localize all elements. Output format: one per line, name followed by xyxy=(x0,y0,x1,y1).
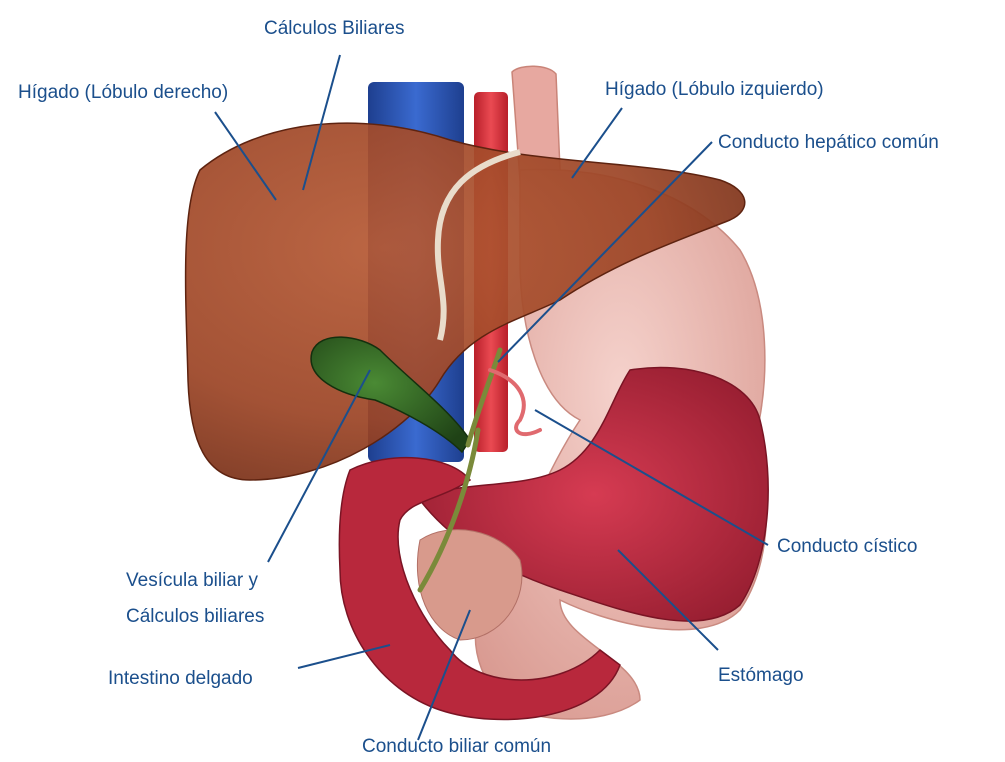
label-higado-izquierdo: Hígado (Lóbulo izquierdo) xyxy=(605,78,824,102)
label-intestino-delgado: Intestino delgado xyxy=(108,667,253,691)
label-vesicula-line2: Cálculos biliares xyxy=(126,605,264,629)
label-vesicula-line1: Vesícula biliar y xyxy=(126,569,258,593)
label-conducto-hepatico: Conducto hepático común xyxy=(718,131,939,155)
label-higado-derecho: Hígado (Lóbulo derecho) xyxy=(18,81,228,105)
label-calculos-biliares: Cálculos Biliares xyxy=(264,17,404,41)
label-conducto-biliar-comun: Conducto biliar común xyxy=(362,735,551,759)
label-estomago: Estómago xyxy=(718,664,804,688)
label-conducto-cistico: Conducto cístico xyxy=(777,535,917,559)
